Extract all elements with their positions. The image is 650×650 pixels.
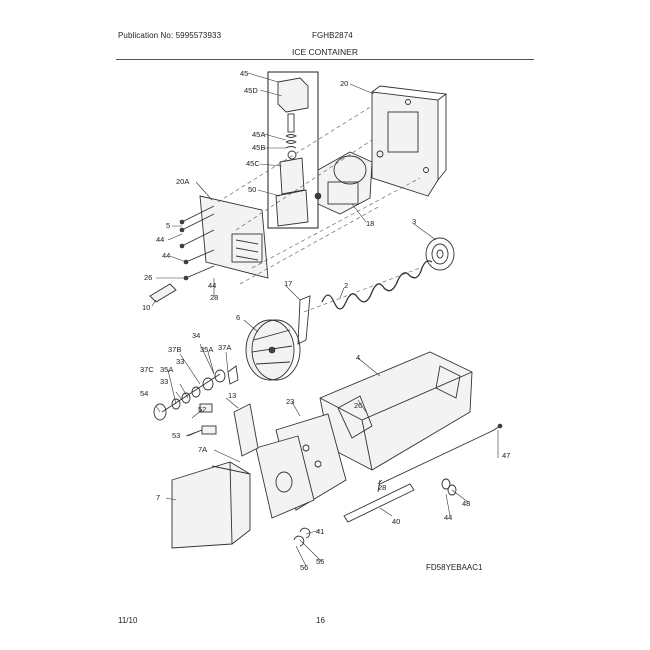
clips-bottom — [293, 527, 311, 547]
auger-rod — [297, 295, 311, 345]
callout: 18 — [366, 219, 374, 228]
callout: 40 — [392, 517, 400, 526]
callout: 41 — [316, 527, 324, 536]
gear-motor — [314, 151, 373, 215]
callout: 3 — [412, 217, 416, 226]
housing-bracket — [371, 85, 448, 197]
callout: 37A — [218, 343, 231, 352]
header-divider — [116, 59, 534, 60]
callout: 53 — [172, 431, 180, 440]
callout: 7A — [198, 445, 207, 454]
callout: 45B — [252, 143, 265, 152]
leader-lines — [151, 72, 499, 567]
callout: 35A — [160, 365, 173, 374]
front-plate — [199, 195, 269, 279]
callout: 37C — [140, 365, 154, 374]
callout: 45D — [244, 86, 258, 95]
callout: 45 — [240, 69, 248, 78]
callout: 56 — [300, 563, 308, 572]
callout: 44 — [444, 513, 452, 522]
flap — [233, 403, 259, 457]
callout: 44 — [162, 251, 170, 260]
callout: 54 — [140, 389, 148, 398]
callout: 20A — [176, 177, 189, 186]
model-number: FGHB2874 — [312, 31, 353, 40]
callout: 52 — [198, 405, 206, 414]
callout: 17 — [284, 279, 292, 288]
callout: 5 — [166, 221, 170, 230]
callout: 20 — [340, 79, 348, 88]
callout: 34 — [192, 331, 200, 340]
ice-container — [319, 351, 473, 471]
shutter-door — [255, 435, 315, 519]
publication-number: Publication No: 5995573933 — [118, 31, 222, 40]
callout: 23 — [286, 397, 294, 406]
callout: 10 — [142, 303, 150, 312]
auger-spiral — [321, 260, 433, 310]
callout: 28 — [378, 483, 386, 492]
callout-labels: 45 45D 45A 45B 45C 20A 50 20 18 3 5 44 4… — [140, 69, 510, 572]
callout: 44 — [156, 235, 164, 244]
figure-code: FD58YEBAAC1 — [426, 563, 483, 572]
callout: 45C — [246, 159, 260, 168]
alignment-lines-upper — [217, 105, 421, 313]
callout: 6 — [236, 313, 240, 322]
callout: 50 — [248, 185, 256, 194]
callout: 55 — [316, 557, 324, 566]
callout: 2 — [344, 281, 348, 290]
callout: 35A — [200, 345, 213, 354]
callout: 26 — [144, 273, 152, 282]
linkage-parts — [153, 365, 239, 437]
callout: 33 — [160, 377, 168, 386]
callout: 47 — [502, 451, 510, 460]
crusher-wheel — [245, 319, 301, 381]
callout: 48 — [462, 499, 470, 508]
section-title: ICE CONTAINER — [292, 47, 358, 57]
page-number: 16 — [316, 616, 325, 625]
callout: 37B — [168, 345, 181, 354]
callout: 44 — [208, 281, 216, 290]
clip — [149, 283, 177, 303]
callout: 33 — [176, 357, 184, 366]
solenoid-assembly — [267, 71, 319, 229]
callout: 28 — [210, 293, 218, 302]
footer-date: 11/10 — [118, 616, 138, 625]
heater-and-rod — [343, 423, 503, 523]
front-cover — [171, 461, 251, 549]
callout: 4 — [356, 353, 360, 362]
drive-gear — [425, 237, 455, 271]
callout: 45A — [252, 130, 265, 139]
callout: 7 — [156, 493, 160, 502]
callout: 13 — [228, 391, 236, 400]
screws — [179, 205, 215, 281]
callout: 26 — [354, 401, 362, 410]
